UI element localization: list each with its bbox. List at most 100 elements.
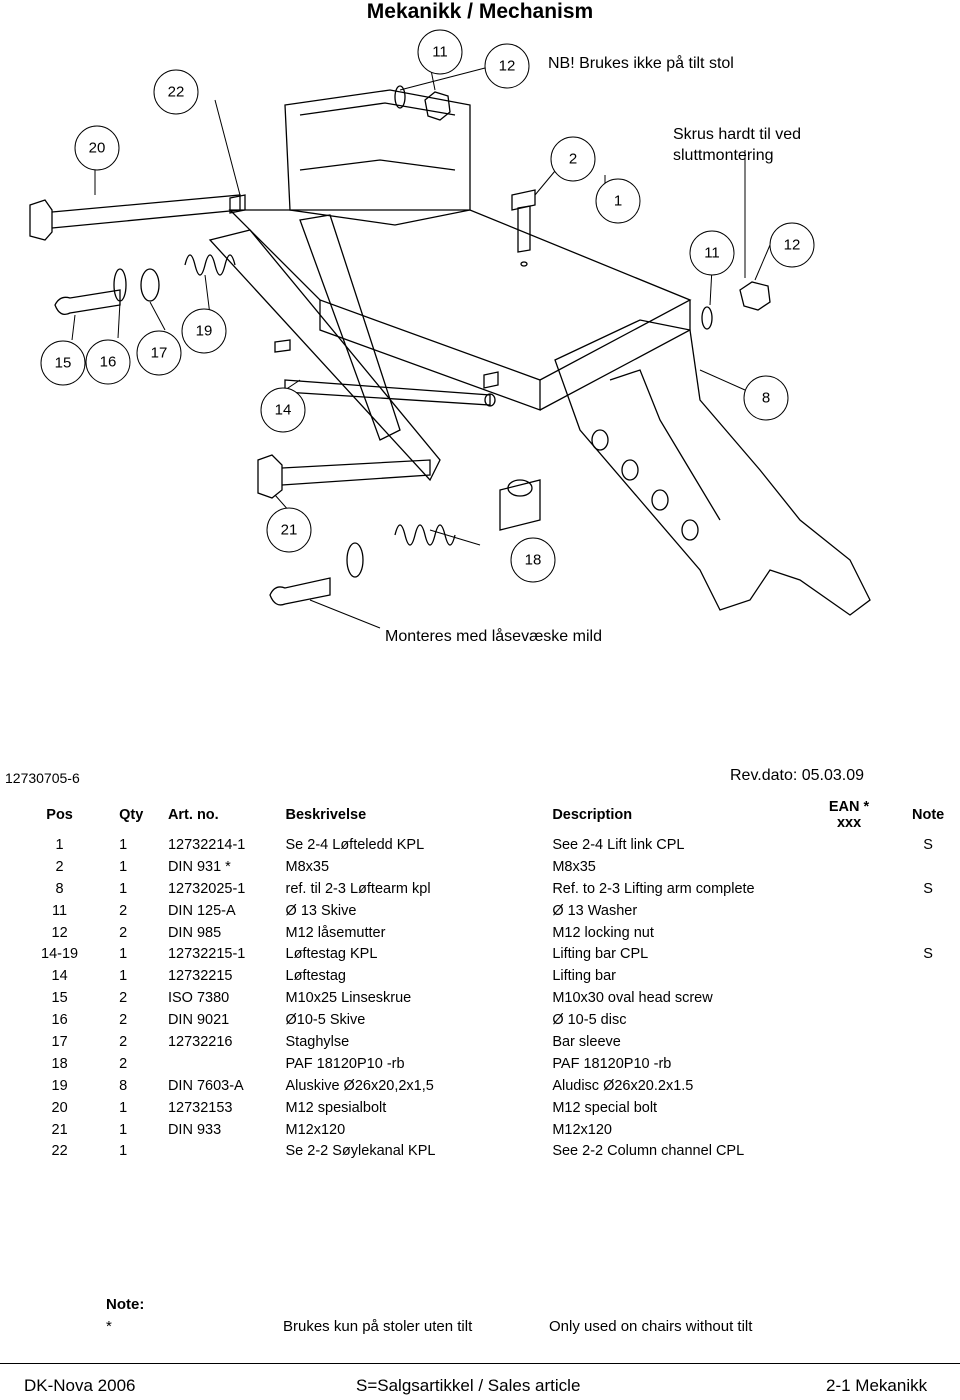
cell-beskrivelse: M12 spesialbolt [285,1099,387,1116]
cell-pos: 22 [51,1143,68,1160]
cell-ean [802,1140,896,1162]
cell-art: 12732215 [167,968,233,985]
cell-description: Lifting bar CPL [552,946,649,963]
cell-description: Ø 13 Washer [552,902,638,919]
table-header-row: Pos Qty Art. no. Beskrivelse Description… [0,796,960,834]
cell-beskrivelse: M12x120 [285,1121,346,1138]
cell-beskrivelse: Ø10-5 Skive [285,1012,366,1029]
cell-description: Lifting bar [552,968,616,985]
cell-ean [802,834,896,856]
note-locking: Monteres med låsevæske mild [385,628,602,645]
cell-qty: 1 [119,1143,128,1160]
note-star: * [106,1318,112,1335]
cell-beskrivelse: Se 2-2 Søylekanal KPL [285,1143,436,1160]
header-pos: Pos [46,807,73,823]
document-number: 12730705-6 [5,770,80,786]
cell-note: S [923,836,933,853]
footer-left: DK-Nova 2006 [24,1376,136,1395]
cell-note [896,1075,960,1097]
cell-qty: 2 [119,1033,128,1050]
cell-description: M12 special bolt [552,1099,658,1116]
table-row: 22 1 Se 2-2 Søylekanal KPL See 2-2 Column c… [0,1140,960,1162]
header-ean: EAN * xxx [802,796,896,834]
cell-art [164,1053,286,1075]
cell-note [896,922,960,944]
cell-note [896,1097,960,1119]
cell-ean [802,987,896,1009]
cell-art: ISO 7380 [167,990,230,1007]
note-tilt: NB! Brukes ikke på tilt stol [548,55,734,72]
callout-20: 20 [89,140,106,157]
cell-ean [802,965,896,987]
note-english: Only used on chairs without tilt [549,1318,753,1335]
note-label: Note: [106,1296,145,1313]
cell-note [896,1009,960,1031]
cell-qty: 8 [119,1077,128,1094]
cell-pos: 1 [55,836,64,853]
cell-note [896,1140,960,1162]
cell-description: M10x30 oval head screw [552,990,713,1007]
cell-ean [802,878,896,900]
cell-qty: 1 [119,836,128,853]
cell-description: M12 locking nut [552,924,654,941]
callout-1: 1 [614,193,622,210]
cell-description: Ref. to 2-3 Lifting arm complete [552,880,755,897]
cell-ean [802,1097,896,1119]
cell-description: See 2-4 Lift link CPL [552,836,685,853]
mechanism-drawing: 20 22 11 12 2 1 11 12 15 16 17 19 14 8 2… [29,29,871,629]
cell-pos: 18 [51,1055,68,1072]
cell-description: See 2-2 Column channel CPL [552,1143,745,1160]
cell-art: DIN 125-A [167,902,236,919]
cell-qty: 2 [119,1055,128,1072]
cell-pos: 20 [51,1099,68,1116]
cell-art: 12732153 [167,1099,233,1116]
cell-note [896,965,960,987]
cell-art: DIN 931 * [167,858,231,875]
header-note: Note [912,807,945,823]
cell-description: M8x35 [552,858,596,875]
callout-11b: 11 [704,245,720,262]
cell-art: DIN 7603-A [167,1077,244,1094]
cell-pos: 21 [51,1121,68,1138]
cell-pos: 19 [51,1077,68,1094]
callout-17: 17 [151,345,168,362]
cell-art: DIN 9021 [167,1012,230,1029]
cell-qty: 1 [119,1099,128,1116]
parts-table: Pos Qty Art. no. Beskrivelse Description… [0,796,960,1162]
cell-qty: 1 [119,968,128,985]
cell-art: 12732025-1 [167,880,246,897]
cell-note [896,900,960,922]
cell-beskrivelse: M12 låsemutter [285,924,386,941]
note-norwegian: Brukes kun på stoler uten tilt [283,1318,473,1335]
cell-qty: 1 [119,1121,128,1138]
cell-note [896,1031,960,1053]
cell-ean [802,943,896,965]
cell-qty: 2 [119,990,128,1007]
cell-beskrivelse: M10x25 Linseskrue [285,990,412,1007]
cell-art: DIN 985 [167,924,222,941]
header-beskrivelse: Beskrivelse [285,807,367,823]
cell-description: PAF 18120P10 -rb [552,1055,672,1072]
cell-description: Ø 10-5 disc [552,1012,627,1029]
cell-pos: 11 [52,902,68,919]
note-tighten-line2: sluttmontering [673,147,774,164]
cell-pos: 12 [51,924,68,941]
callout-19: 19 [196,323,213,340]
cell-beskrivelse: Aluskive Ø26x20,2x1,5 [285,1077,434,1094]
page-title: Mekanikk / Mechanism [366,0,594,23]
callout-14: 14 [275,402,292,419]
cell-ean [802,922,896,944]
cell-ean [802,1053,896,1075]
callout-2: 2 [569,151,577,168]
cell-description: M12x120 [552,1121,612,1138]
